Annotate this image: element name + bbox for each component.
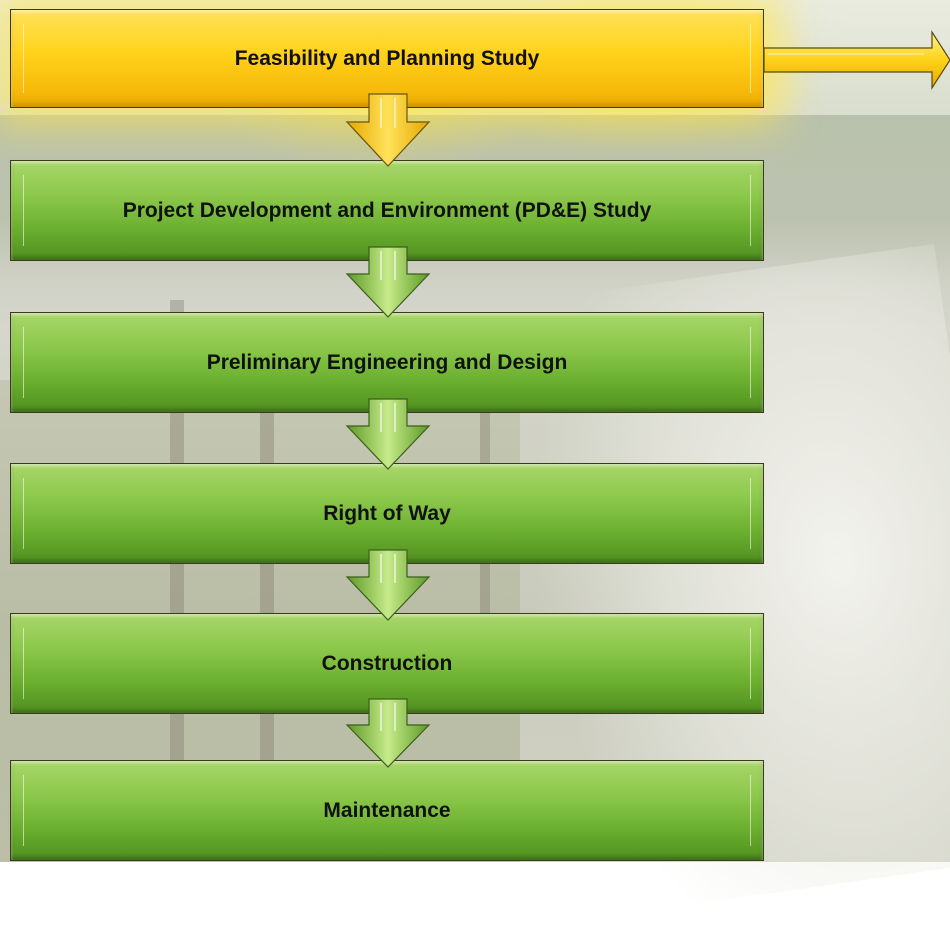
step-pde-study: Project Development and Environment (PD&… xyxy=(10,160,764,261)
right-arrow-icon xyxy=(763,29,950,91)
step-preliminary-engineering: Preliminary Engineering and Design xyxy=(10,312,764,413)
step-construction: Construction xyxy=(10,613,764,714)
fence-post xyxy=(170,300,184,860)
down-arrow-icon xyxy=(345,93,431,167)
step-maintenance: Maintenance xyxy=(10,760,764,861)
step-right-of-way: Right of Way xyxy=(10,463,764,564)
down-arrow-icon xyxy=(345,246,431,318)
down-arrow-icon xyxy=(345,698,431,768)
down-arrow-icon xyxy=(345,398,431,470)
down-arrow-icon xyxy=(345,549,431,621)
